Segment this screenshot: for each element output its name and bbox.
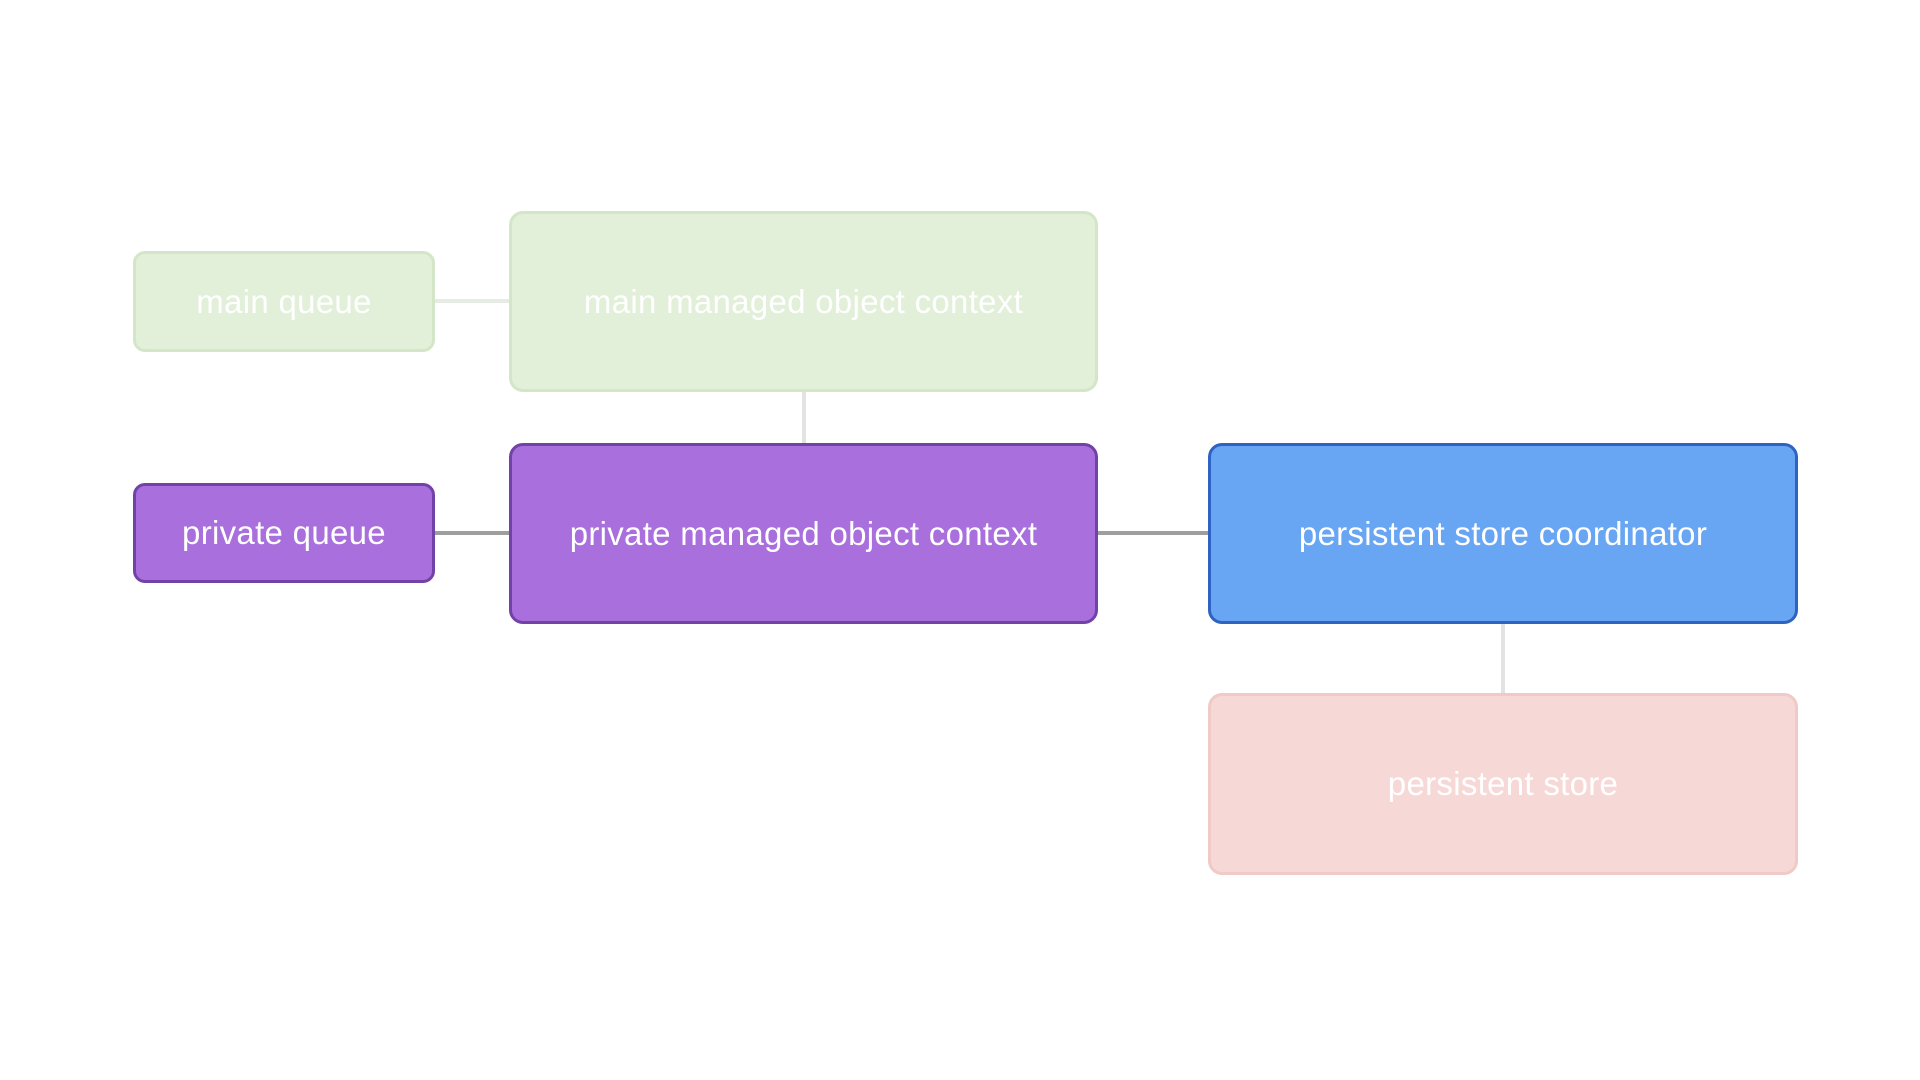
main-managed-object-context-node[interactable]: main managed object context xyxy=(509,211,1098,392)
private-managed-object-context-node[interactable]: private managed object context xyxy=(509,443,1098,624)
persistent-store-node[interactable]: persistent store xyxy=(1208,693,1798,875)
persistent-store-label: persistent store xyxy=(1387,765,1619,802)
main-queue-label: main queue xyxy=(196,282,372,320)
private-queue-label: private queue xyxy=(182,514,386,551)
persistent-store-coordinator-label: persistent store coordinator xyxy=(1298,514,1708,552)
main-queue-node[interactable]: main queue xyxy=(133,251,435,352)
private-queue-node[interactable]: private queue xyxy=(133,483,435,583)
main-managed-object-context-label: main managed object context xyxy=(583,282,1024,320)
private-managed-object-context-label: private managed object context xyxy=(569,514,1038,552)
persistent-store-coordinator-node[interactable]: persistent store coordinator xyxy=(1208,443,1798,624)
